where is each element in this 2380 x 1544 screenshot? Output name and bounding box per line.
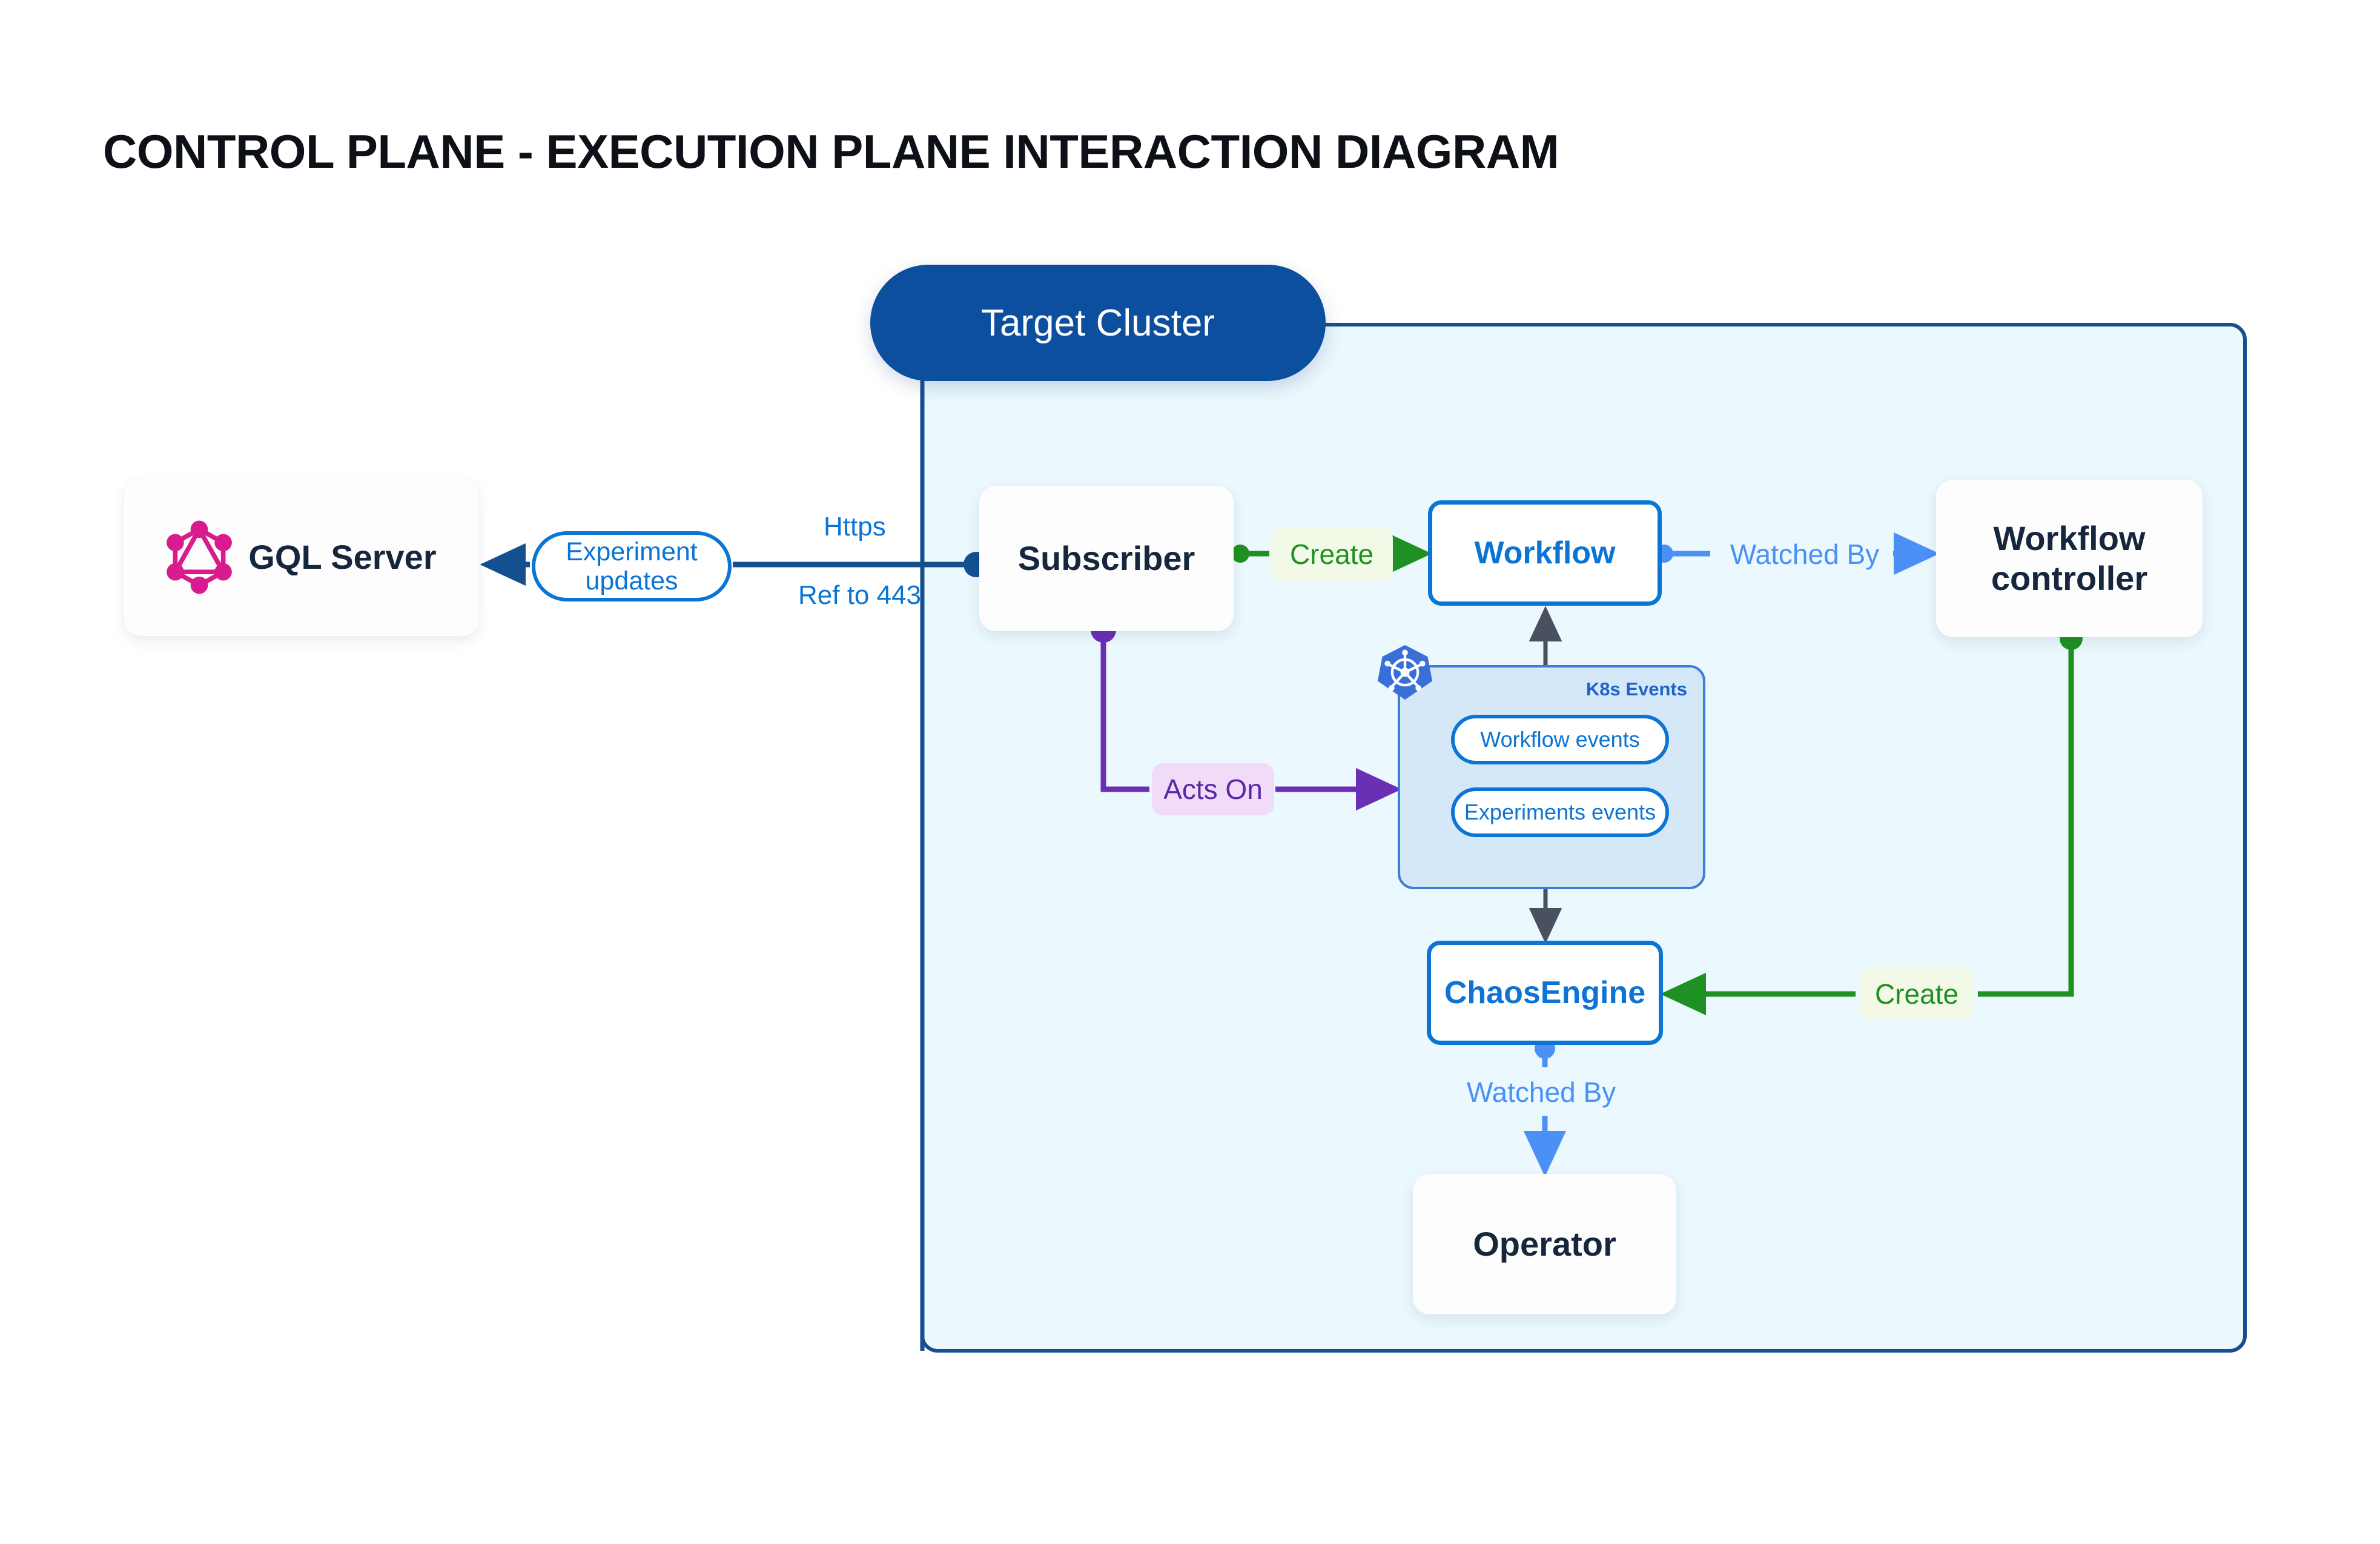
edge-label-create-workflow: Create [1271, 528, 1393, 581]
edge-label-acts-on: Acts On [1152, 763, 1274, 815]
node-subscriber[interactable]: Subscriber [979, 486, 1234, 631]
edge-create-chaosengine [1660, 627, 2083, 1016]
workflow-controller-label-line1: Workflow [1993, 519, 2146, 557]
node-gql-server[interactable]: GQL Server [124, 479, 478, 636]
experiment-updates-line2: updates [585, 566, 678, 595]
experiment-updates-line1: Experiment [566, 537, 698, 566]
operator-label: Operator [1473, 1224, 1616, 1263]
target-cluster-label: Target Cluster [981, 302, 1215, 344]
k8s-pill-workflow-events[interactable]: Workflow events [1451, 715, 1669, 764]
kubernetes-logo-icon [1377, 644, 1433, 700]
subscriber-label: Subscriber [1017, 538, 1195, 577]
node-workflow[interactable]: Workflow [1428, 500, 1662, 606]
workflow-controller-label-line2: controller [1991, 559, 2148, 597]
edge-label-create-chaosengine: Create [1859, 968, 1974, 1020]
edge-label-ref-to-443: Ref to 443 [798, 580, 922, 610]
page-title: CONTROL PLANE - EXECUTION PLANE INTERACT… [103, 125, 1559, 178]
edge-label-watched-by-workflow: Watched By [1730, 538, 1880, 570]
graphql-logo-icon [167, 520, 233, 594]
edge-create-workflow [1231, 532, 1432, 575]
node-chaos-engine[interactable]: ChaosEngine [1427, 941, 1663, 1045]
edge-label-https: Https [824, 512, 886, 542]
edge-label-experiment-updates: Experiment updates [532, 531, 732, 601]
target-cluster-badge[interactable]: Target Cluster [870, 265, 1326, 381]
chaos-engine-label: ChaosEngine [1444, 975, 1646, 1010]
workflow-label: Workflow [1474, 535, 1616, 571]
workflow-controller-label: Workflow controller [1991, 519, 2147, 598]
k8s-pill-experiments-events[interactable]: Experiments events [1451, 787, 1669, 837]
node-operator[interactable]: Operator [1413, 1174, 1676, 1314]
node-workflow-controller[interactable]: Workflow controller [1936, 480, 2203, 637]
k8s-events-panel[interactable]: K8s Events Workflow events Experiments e… [1377, 644, 1705, 889]
edge-label-watched-by-operator: Watched By [1466, 1076, 1616, 1108]
gql-server-label: GQL Server [248, 537, 437, 576]
k8s-events-title: K8s Events [1585, 678, 1687, 700]
